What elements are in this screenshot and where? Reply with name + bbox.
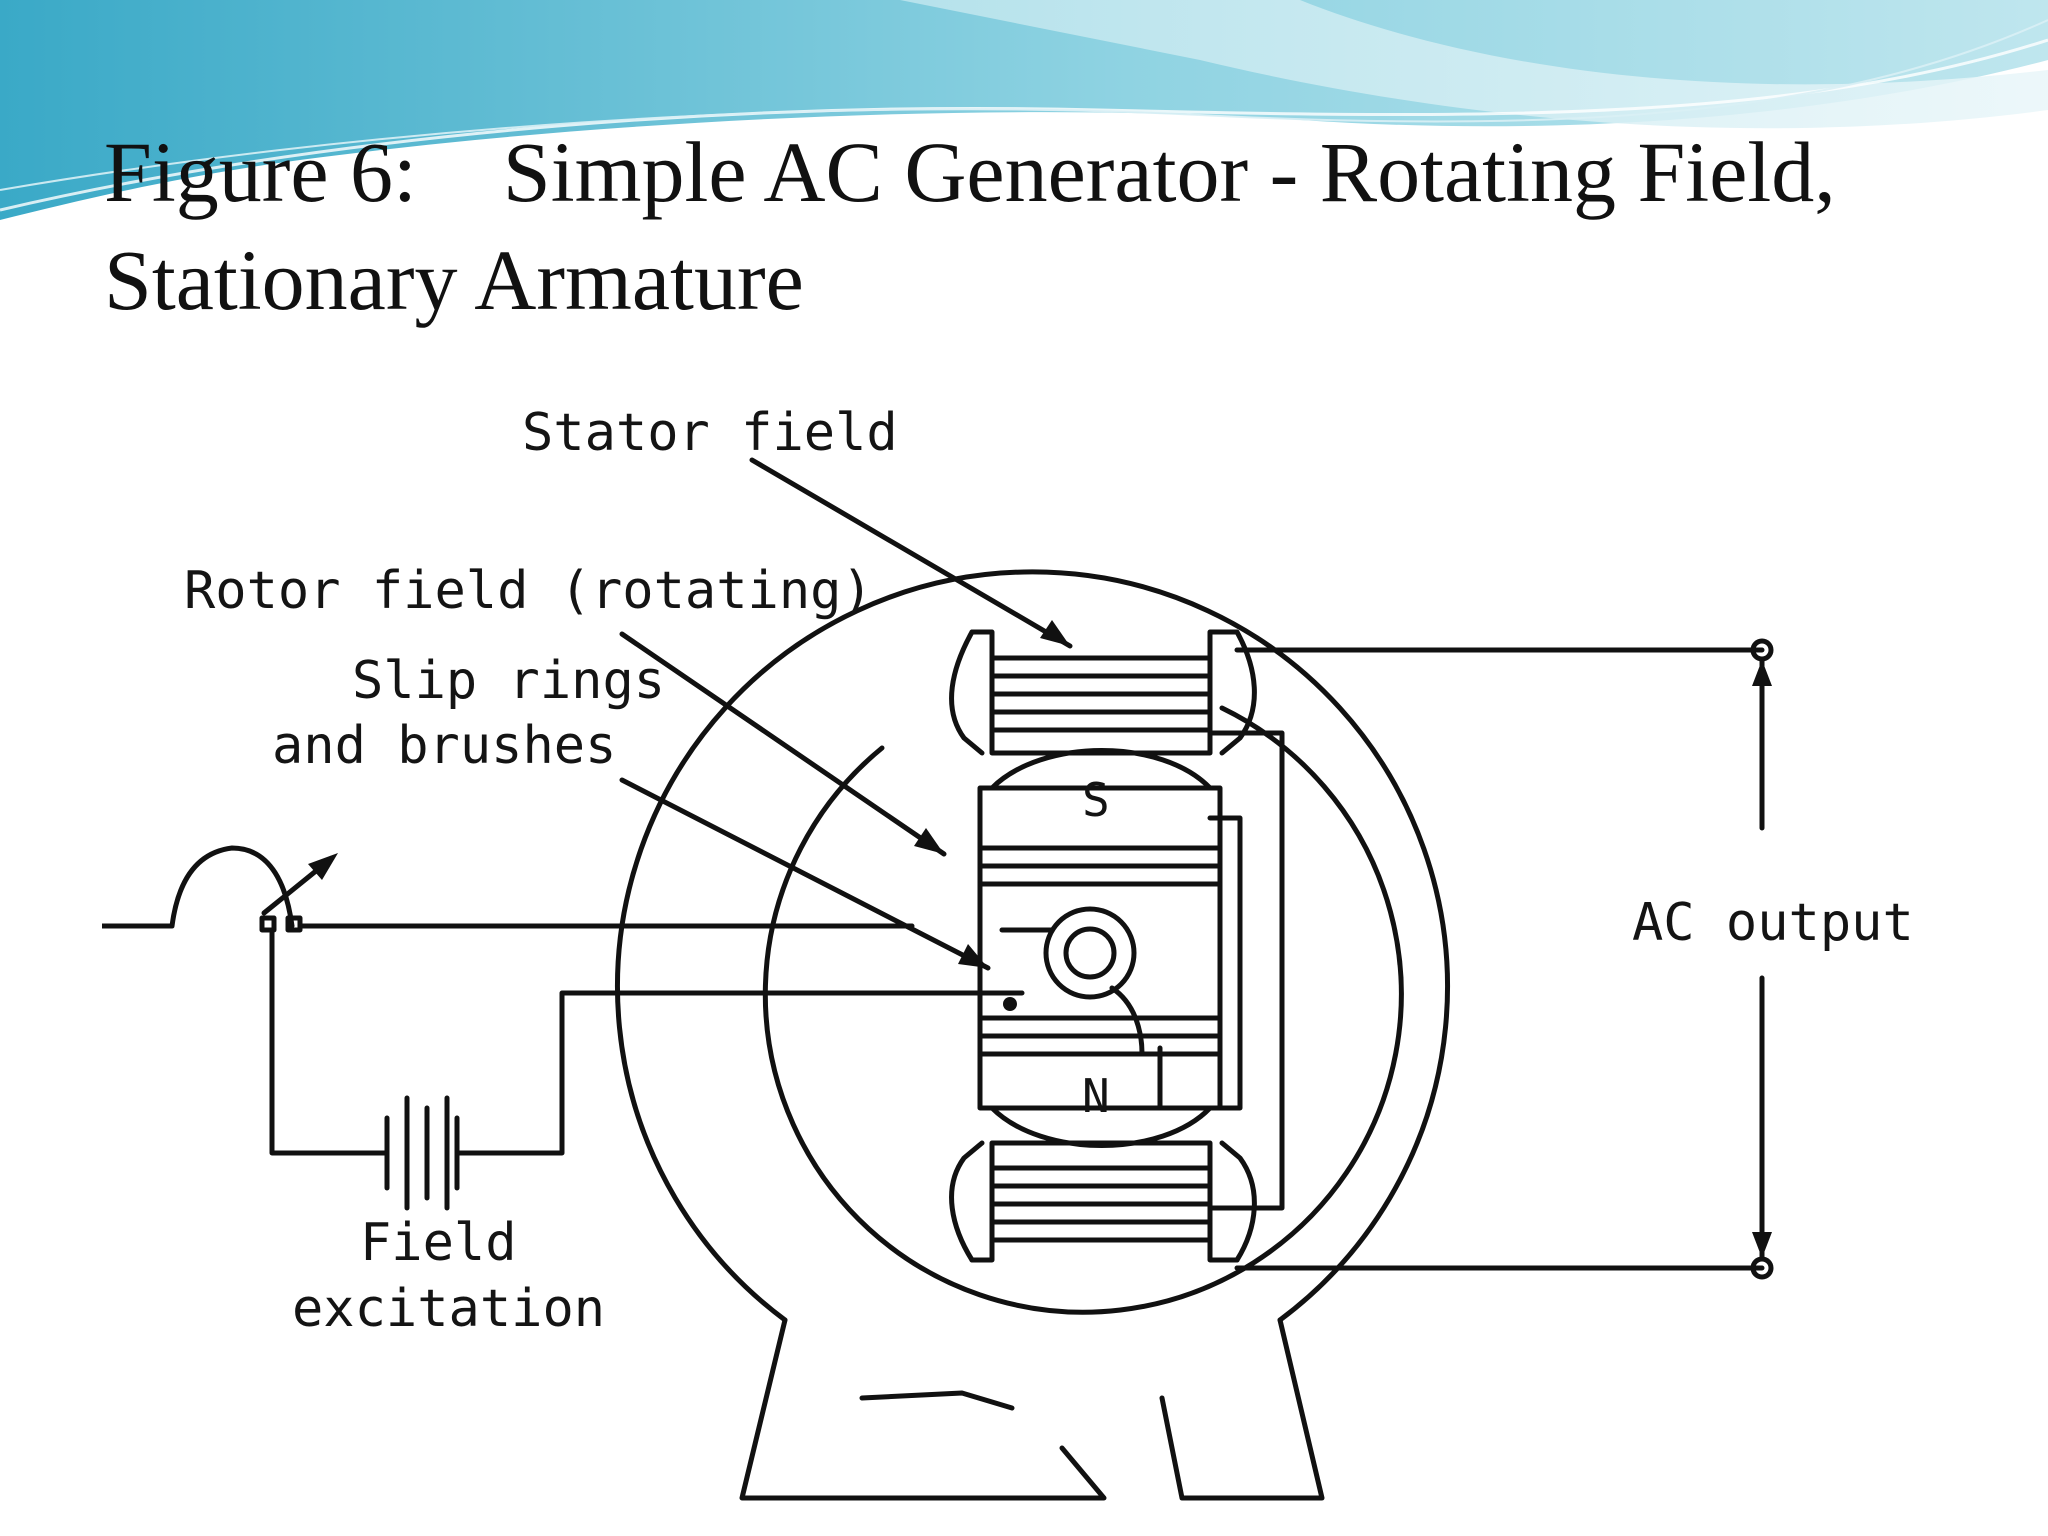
label-ac-output: AC output	[1632, 893, 1912, 953]
stator-outer-ring	[615, 569, 1450, 1323]
ac-output-arrow-up	[1752, 660, 1772, 686]
field-battery	[384, 1095, 460, 1211]
label-stator-field: Stator field	[522, 408, 898, 463]
label-slip-rings-line1: Slip rings	[352, 651, 665, 711]
label-north-pole: N	[1082, 1069, 1110, 1123]
rotor-field-leader	[619, 631, 947, 857]
slip-rings-leader	[619, 777, 991, 971]
title-line-2: Stationary Armature	[104, 232, 804, 328]
label-slip-rings-line2: and brushes	[272, 716, 616, 776]
generator-diagram: Stator field Rotor field (rotating) Slip…	[102, 408, 1912, 1504]
label-south-pole: S	[1082, 773, 1110, 827]
field-lead-bottom	[269, 930, 1025, 1156]
slide-title: Figure 6: Simple AC Generator - Rotating…	[104, 118, 1984, 334]
label-field-excitation-line2: excitation	[292, 1279, 605, 1339]
rotor-field-arrowhead	[914, 828, 944, 854]
title-line-1: Figure 6: Simple AC Generator - Rotating…	[104, 124, 1836, 220]
upper-stator-coil	[989, 655, 1213, 733]
rotor-lower-pole	[989, 1105, 1213, 1148]
stator-field-leader	[749, 457, 1073, 649]
rheostat-terminal-right	[285, 915, 303, 933]
rotor-body	[977, 785, 1223, 1111]
rheostat-arrowhead	[308, 853, 338, 880]
slip-ring-outer	[1043, 906, 1137, 1000]
field-lead-top	[102, 845, 915, 929]
brush-contact	[1003, 997, 1017, 1011]
label-rotor-field: Rotor field (rotating)	[184, 561, 873, 621]
rheostat-terminal-left	[259, 915, 277, 933]
lower-stator-coil	[989, 1165, 1213, 1243]
slip-rings-arrowhead	[958, 944, 988, 968]
label-field-excitation-line1: Field	[360, 1213, 517, 1273]
slip-ring-inner	[1063, 926, 1117, 980]
stator-inner-ring	[762, 705, 1404, 1315]
rotor-upper-pole	[989, 748, 1213, 791]
rotor-winding	[977, 845, 1223, 1057]
generator-base	[739, 1317, 1325, 1501]
ac-output-arrow-down	[1752, 1232, 1772, 1258]
stator-field-arrowhead	[1040, 620, 1070, 646]
